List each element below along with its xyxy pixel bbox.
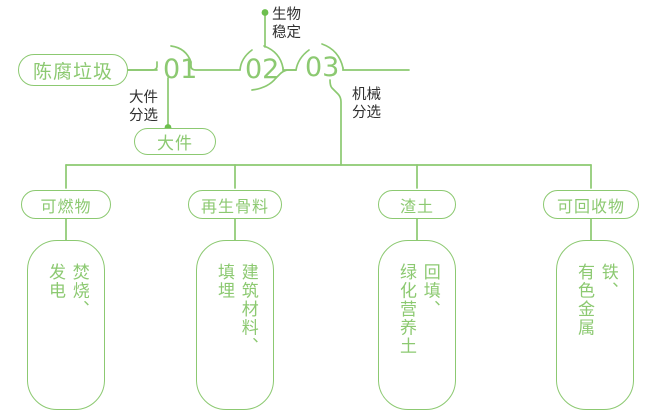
outcome-box-kehuishouwu[interactable]: 铁、 有色金属 — [556, 240, 634, 410]
stage-01-process-line2: 分选 — [129, 108, 158, 124]
outcome-box-zaishenguliao-col-left: 填埋 — [214, 263, 234, 300]
outcome-box-zaishenguliao[interactable]: 建筑材料、 填埋 — [196, 240, 274, 410]
outcome-box-kerangwu-col-left: 发电 — [45, 263, 65, 300]
stage-number-02: 02 — [245, 56, 279, 83]
source-node-label: 陈腐垃圾 — [32, 60, 113, 83]
stage-02-process-line1: 生物 — [272, 7, 301, 23]
stage-01-process-label: 大件 分选 — [129, 89, 158, 125]
outcome-box-zaishenguliao-col-right: 建筑材料、 — [237, 263, 258, 356]
outcome-box-zhatu-col-right: 回填、 — [419, 263, 440, 319]
stage-number-01-text: 01 — [163, 54, 198, 85]
category-pill-kehuishouwu-label: 可回收物 — [556, 196, 625, 216]
category-pill-zaishenguliao-label: 再生骨料 — [200, 196, 269, 216]
stage-03-process-line2: 分选 — [352, 105, 381, 121]
category-pill-kehuishouwu[interactable]: 可回收物 — [543, 190, 639, 219]
stage-number-01: 01 — [163, 56, 197, 83]
outcome-box-kehuishouwu-col-right: 铁、 — [597, 263, 618, 300]
category-pill-kerangwu[interactable]: 可燃物 — [21, 190, 111, 219]
outcome-box-zhatu[interactable]: 回填、 绿化营养土 — [378, 240, 456, 410]
source-node-chenfulaji[interactable]: 陈腐垃圾 — [18, 54, 128, 86]
outcome-box-kerangwu-col-right: 焚烧、 — [68, 263, 89, 319]
category-pill-kerangwu-label: 可燃物 — [40, 196, 92, 216]
outcome-box-zhatu-col-left: 绿化营养土 — [396, 263, 416, 356]
category-pill-zaishenguliao[interactable]: 再生骨料 — [188, 190, 282, 219]
category-pill-zhatu[interactable]: 渣土 — [378, 190, 456, 219]
stage-number-03-text: 03 — [305, 52, 340, 83]
category-pill-zhatu-label: 渣土 — [399, 196, 434, 216]
stage-02-process-label: 生物 稳定 — [272, 6, 301, 42]
stage-number-02-text: 02 — [245, 54, 280, 85]
stage-03-process-label: 机械 分选 — [352, 86, 381, 122]
output-node-dajian[interactable]: 大件 — [134, 128, 216, 155]
stage-02-process-line2: 稳定 — [272, 25, 301, 41]
stage-number-03: 03 — [305, 54, 339, 81]
outcome-box-kerangwu[interactable]: 焚烧、 发电 — [27, 240, 105, 410]
outcome-box-kehuishouwu-col-left: 有色金属 — [574, 263, 594, 337]
stage-03-process-line1: 机械 — [352, 87, 381, 103]
output-node-dajian-label: 大件 — [157, 134, 193, 154]
stage-01-process-line1: 大件 — [129, 90, 158, 106]
